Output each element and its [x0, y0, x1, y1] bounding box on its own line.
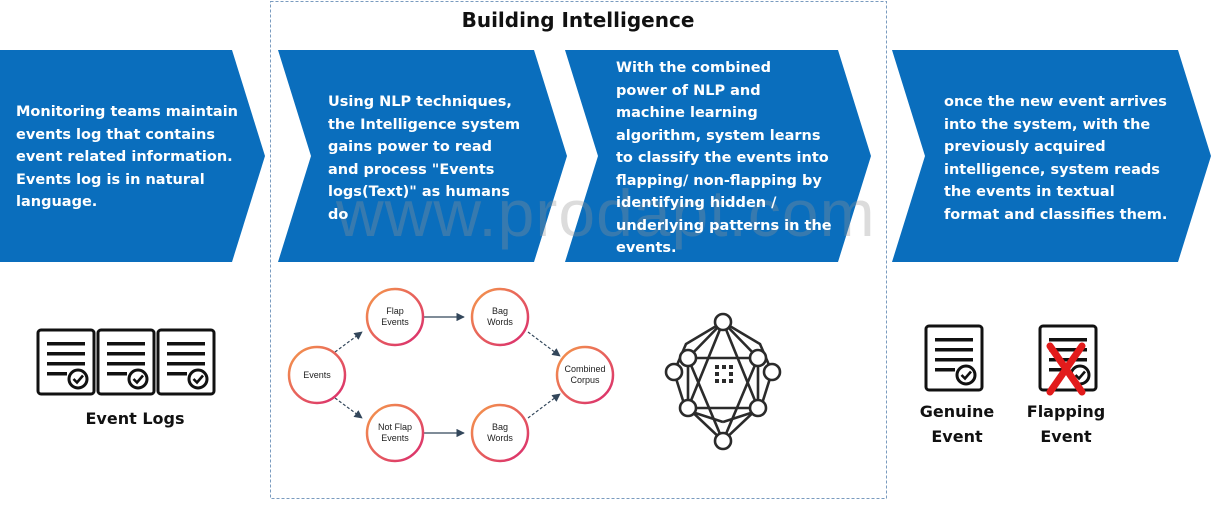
step-4-chevron	[892, 50, 1211, 262]
arrow-bag-top-to-corpus	[527, 331, 561, 357]
diagram-title: Building Intelligence	[461, 8, 695, 32]
genuine-event-label: Genuine Event	[919, 402, 995, 446]
flow-arrows	[334, 312, 561, 438]
step-4-text: once the new event arrives into the syst…	[944, 94, 1168, 223]
step-2-chevron	[278, 50, 567, 262]
node-label-events: Events	[303, 370, 331, 380]
step-3-chevron	[565, 50, 871, 262]
step-1-text: Monitoring teams maintain events log tha…	[16, 104, 238, 210]
building-intelligence-frame	[270, 1, 887, 499]
step-2-text: Using NLP techniques, the Intelligence s…	[328, 94, 521, 223]
flow-node-events: Events	[287, 345, 347, 405]
genuine-event-doc-icon	[924, 324, 984, 392]
neural-network-icon	[664, 312, 782, 451]
step-1-chevron	[0, 50, 265, 262]
arrow-events-to-flap	[334, 331, 363, 353]
arrow-events-to-notflap	[334, 397, 363, 419]
arrow-bag-bottom-to-corpus	[527, 393, 561, 419]
flapping-event-label: Flapping Event	[1026, 402, 1106, 446]
event-logs-doc-icon	[36, 328, 216, 396]
red-cross-icon	[1046, 342, 1086, 396]
step-3-text: With the combined power of NLP and machi…	[616, 60, 832, 256]
flapping-event-doc-icon	[1038, 324, 1098, 392]
event-logs-label: Event Logs	[85, 409, 185, 428]
watermark: www.prodapt.com	[336, 176, 876, 250]
